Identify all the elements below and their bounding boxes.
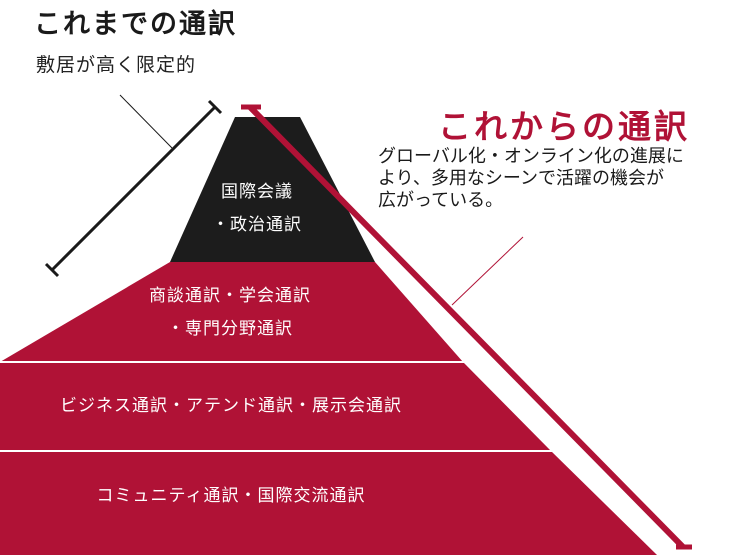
past-description: 敷居が高く限定的 — [36, 54, 197, 76]
future-description: グローバル化・オンライン化の進展に より、多用なシーンで活躍の機会が 広がってい… — [378, 146, 730, 212]
past-scope-bracket — [44, 99, 223, 278]
tier-label-line: コミュニティ通訳・国際交流通訳 — [96, 486, 366, 506]
pyramid-tier-2 — [0, 262, 463, 362]
past-callout-line — [119, 94, 173, 149]
tier-label-3: ビジネス通訳・アテンド通訳・展示会通訳 — [0, 390, 462, 423]
tier-label-2: 商談通訳・学会通訳 ・専門分野通訳 — [100, 280, 360, 346]
tier-label-line: 国際会議 — [221, 182, 293, 202]
tier-label-4: コミュニティ通訳・国際交流通訳 — [0, 480, 462, 513]
tier-label-line: ビジネス通訳・アテンド通訳・展示会通訳 — [60, 396, 402, 416]
tier-label-line: 商談通訳・学会通訳 — [149, 286, 311, 306]
pyramid-tier-4 — [0, 451, 657, 555]
pyramid-tier-top — [170, 117, 375, 262]
future-description-line: 広がっている。 — [378, 190, 504, 211]
future-title: これからの通訳 — [438, 107, 690, 146]
tier-label-line: ・専門分野通訳 — [167, 319, 293, 339]
pyramid-tier-3 — [0, 362, 551, 451]
future-description-line: グローバル化・オンライン化の進展に — [378, 146, 684, 167]
future-callout-line — [451, 236, 524, 306]
past-title: これまでの通訳 — [34, 9, 237, 40]
tier-label-top: 国際会議 ・政治通訳 — [172, 176, 342, 242]
future-scope-bracket — [241, 104, 692, 550]
future-description-line: より、多用なシーンで活躍の機会が — [378, 168, 665, 189]
tier-label-line: ・政治通訳 — [212, 215, 302, 235]
